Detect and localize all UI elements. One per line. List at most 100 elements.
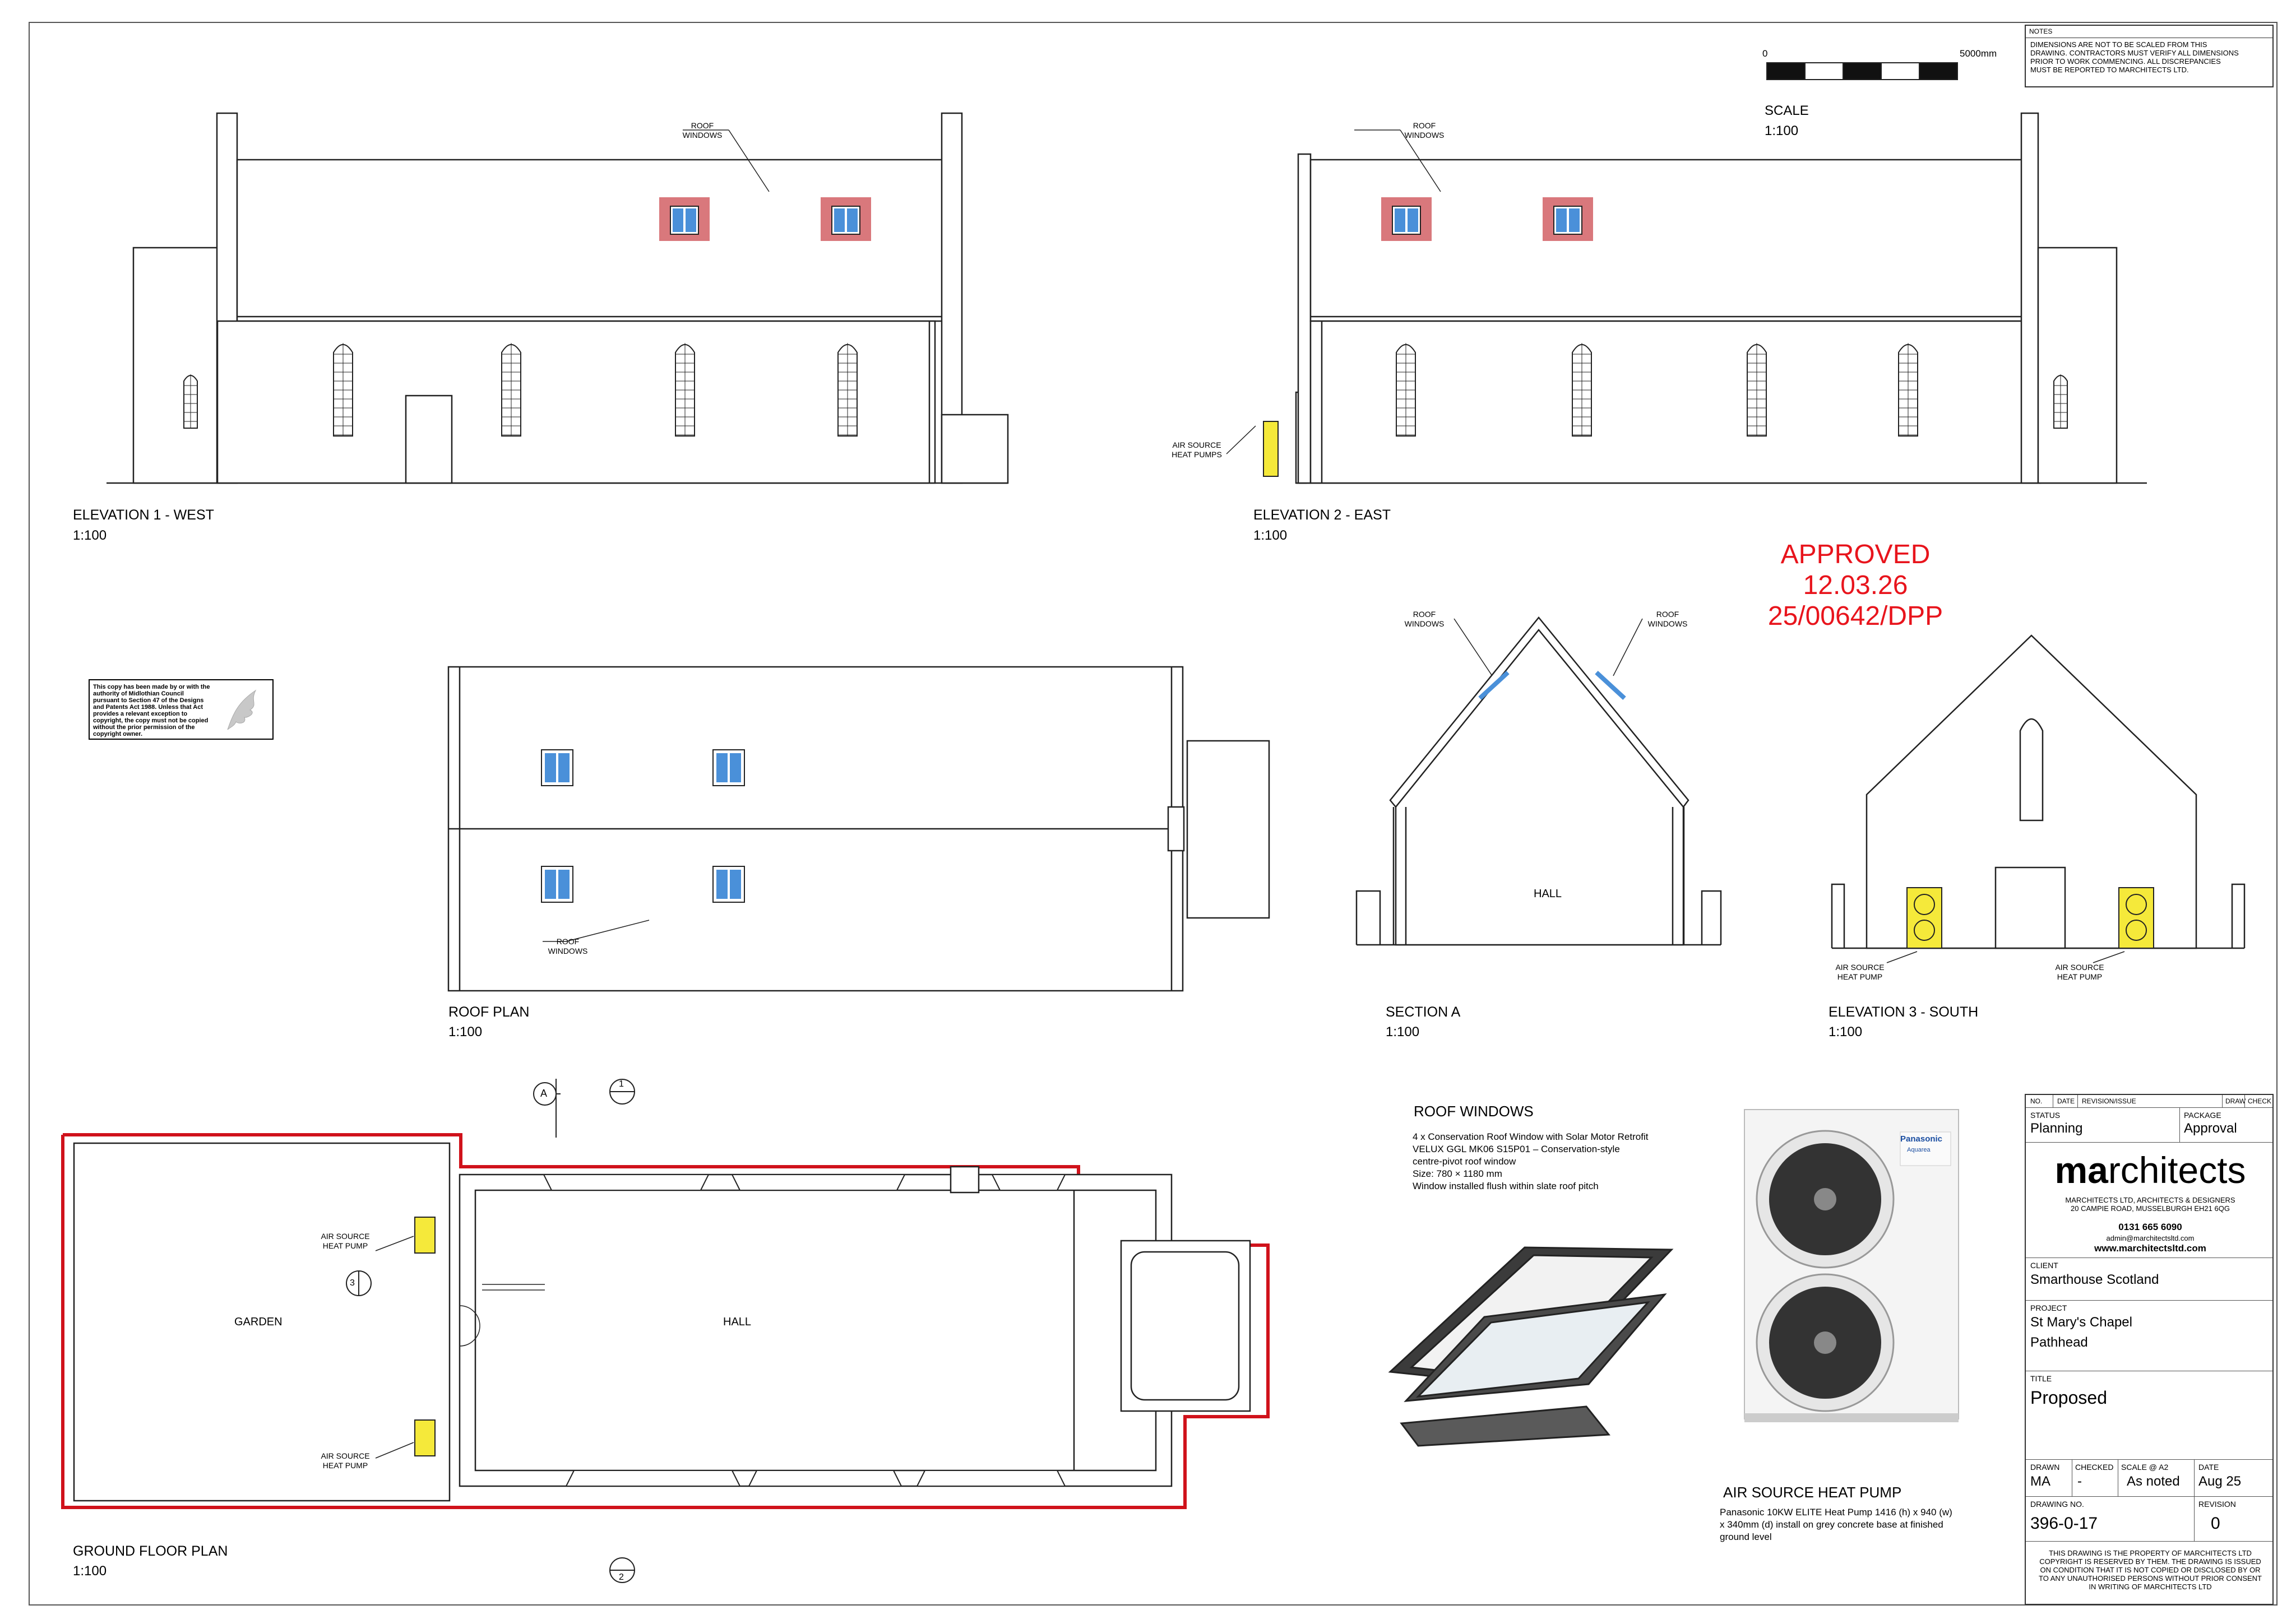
roof-window-east-2 [1543, 197, 1593, 241]
date-value: Aug 25 [2198, 1474, 2242, 1489]
drawn-value: MA [2030, 1474, 2050, 1489]
label-line: HEAT PUMP [2057, 972, 2103, 981]
west-roof-leader [728, 129, 770, 192]
scale-bar-start: 0 [1762, 48, 1768, 59]
label-line: WINDOWS [682, 131, 723, 140]
elevation-west-title: ELEVATION 1 - WEST [73, 507, 214, 523]
notes-line: DIMENSIONS ARE NOT TO BE SCALED FROM THI… [2030, 40, 2207, 49]
label-line: AIR SOURCE [2055, 963, 2104, 972]
rev-header-date: DATE [2057, 1097, 2075, 1105]
marker-2-label: 2 [619, 1572, 624, 1582]
legal-notice: THIS DRAWING IS THE PROPERTY OF MARCHITE… [2026, 1549, 2275, 1591]
elevation-east-drawing [1295, 112, 2147, 484]
project-value-line2: Pathhead [2030, 1335, 2088, 1350]
arched-window [1396, 343, 1416, 437]
company-address: MARCHITECTS LTD, ARCHITECTS & DESIGNERS … [2026, 1196, 2275, 1213]
scale-bar-end: 5000mm [1960, 48, 1997, 59]
section-a-scale: 1:100 [1386, 1024, 1420, 1040]
label-line: ROOF [1413, 121, 1436, 130]
ground-floor-title: GROUND FLOOR PLAN [73, 1543, 228, 1559]
label-line: HEAT PUMP [322, 1241, 368, 1250]
marker-a-label: A [540, 1088, 548, 1099]
logo-bold: ma [2054, 1149, 2108, 1191]
window-bay-top [991, 1174, 1066, 1191]
ground-floor-window-bays [543, 1174, 1066, 1487]
checked-value: - [2077, 1474, 2082, 1489]
arched-window [2053, 374, 2068, 429]
hall-label: HALL [723, 1316, 752, 1328]
notes-body: DIMENSIONS ARE NOT TO BE SCALED FROM THI… [2026, 38, 2272, 76]
notes-line: PRIOR TO WORK COMMENCING. ALL DISCREPANC… [2030, 57, 2221, 66]
roof-plan-drawing [447, 666, 1270, 992]
approval-date: 12.03.26 [1803, 570, 1908, 600]
window-bay-bottom [748, 1470, 902, 1487]
elevation-south-title: ELEVATION 3 - SOUTH [1829, 1004, 1979, 1020]
label-line: AIR SOURCE [1835, 963, 1885, 972]
approval-reference: 25/00642/DPP [1767, 601, 1943, 631]
label-line: HEAT PUMP [1837, 972, 1883, 981]
drawing-no-label: DRAWING NO. [2030, 1500, 2084, 1509]
notes-line: DRAWING. CONTRACTORS MUST VERIFY ALL DIM… [2030, 49, 2239, 57]
spec-line: ground level [1720, 1532, 1772, 1542]
east-heat-pump [1263, 421, 1279, 477]
arched-window [333, 343, 353, 437]
elevation-east-scale: 1:100 [1253, 528, 1288, 543]
roof-window-west-1 [659, 197, 710, 241]
spec-line: 4 x Conservation Roof Window with Solar … [1413, 1131, 1649, 1142]
label-line: ROOF [1413, 610, 1436, 619]
spec-line: x 340mm (d) install on grey concrete bas… [1720, 1519, 1943, 1530]
elevation-west-drawing [107, 112, 1009, 484]
roof-plan-window [541, 866, 573, 903]
sheet-border [29, 22, 2278, 1606]
roof-window-east-1 [1381, 197, 1432, 241]
rev-header-draw: DRAW [2225, 1097, 2246, 1105]
approval-stamp: APPROVED 12.03.26 25/00642/DPP [1715, 539, 1996, 632]
roof-window-west-2 [821, 197, 871, 241]
council-copyright-notice: This copy has been made by or with the a… [89, 679, 274, 740]
elevation-marker-1 [609, 1079, 635, 1105]
marker-1-label: 1 [619, 1079, 624, 1089]
label-line: WINDOWS [1404, 619, 1445, 628]
legal-line: THIS DRAWING IS THE PROPERTY OF MARCHITE… [2049, 1549, 2252, 1557]
label-line: AIR SOURCE [321, 1232, 370, 1241]
spec-line: centre-pivot roof window [1413, 1156, 1516, 1167]
project-value-line1: St Mary's Chapel [2030, 1315, 2132, 1330]
scale-value: As noted [2127, 1474, 2180, 1489]
scale-bar-ratio: 1:100 [1765, 123, 1799, 138]
date-label: DATE [2198, 1463, 2219, 1472]
rev-header-no: NO. [2030, 1097, 2043, 1105]
ground-floor-scale: 1:100 [73, 1563, 107, 1579]
ground-floor-drawing [73, 1142, 1251, 1502]
site-boundary [61, 1133, 1270, 1509]
label-line: WINDOWS [1404, 131, 1445, 140]
label-line: ROOF [1656, 610, 1679, 619]
approval-line: APPROVED [1780, 540, 1931, 569]
roof-plan-window [712, 749, 745, 786]
spec-line: Size: 780 × 1180 mm [1413, 1168, 1502, 1179]
spec-line: Panasonic 10KW ELITE Heat Pump 1416 (h) … [1720, 1507, 1952, 1518]
package-label: PACKAGE [2184, 1111, 2221, 1120]
company-logo: marchitects [2026, 1149, 2275, 1191]
drawn-label: DRAWN [2030, 1463, 2060, 1472]
window-bay-bottom [565, 1470, 741, 1487]
title-label: TITLE [2030, 1374, 2052, 1383]
status-value: Planning [2030, 1121, 2083, 1136]
elevation-south-drawing [1831, 634, 2246, 949]
elevation-west-scale: 1:100 [73, 528, 107, 543]
south-heat-pump-right [2118, 887, 2154, 949]
scale-bar-label: SCALE [1765, 103, 1809, 118]
roof-plan-windows [541, 749, 745, 903]
section-roof-window-left [1478, 671, 1510, 700]
legal-line: ON CONDITION THAT IT IS NOT COPIED OR DI… [2040, 1566, 2261, 1574]
gf-heat-pump-top [414, 1217, 436, 1254]
south-heat-pump-left [1906, 887, 1942, 949]
label-line: HEAT PUMPS [1172, 450, 1222, 459]
revision-value: 0 [2211, 1514, 2220, 1533]
label-line: ROOF [556, 937, 580, 946]
arched-window [1747, 343, 1767, 437]
company-phone: 0131 665 6090 [2118, 1222, 2182, 1232]
